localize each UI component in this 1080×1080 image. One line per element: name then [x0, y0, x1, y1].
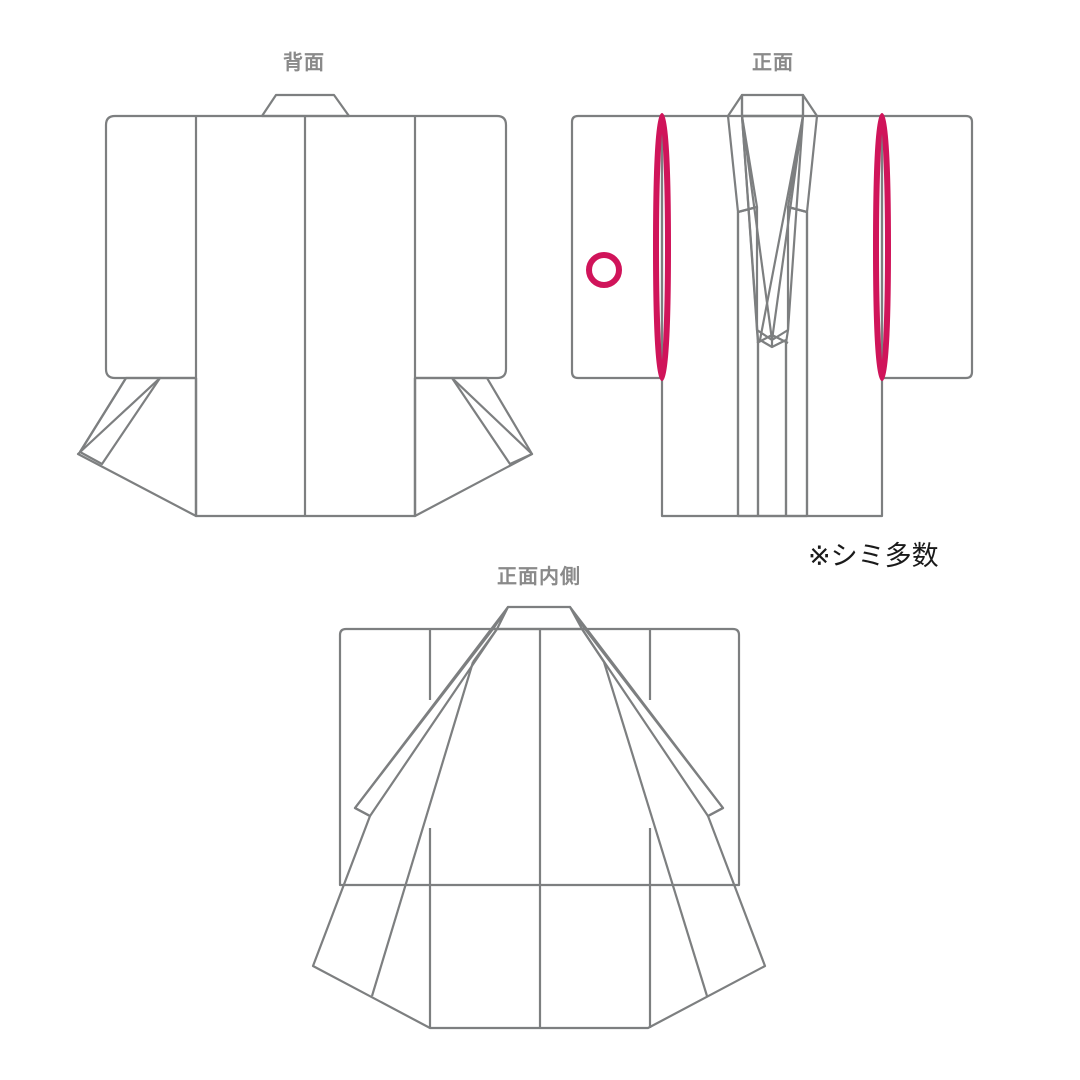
back-view-label: 背面 [283, 50, 325, 74]
stain-marker-left-seam [653, 113, 671, 381]
front-sleeve-left [570, 114, 664, 380]
front-body [660, 114, 884, 518]
back-skirt-left [76, 376, 198, 518]
inside-outer-shell [338, 627, 741, 887]
front-view [570, 93, 974, 518]
stain-marker-right-seam [873, 113, 891, 381]
front-sleeve-right [880, 114, 974, 380]
back-skirt-right [413, 376, 534, 518]
stain-note: ※シミ多数 [808, 541, 939, 572]
back-skirt-left-edge [78, 376, 162, 466]
back-collar [260, 93, 351, 118]
inside-view [311, 605, 767, 1030]
stain-marker-circle [586, 252, 622, 288]
front-view-label: 正面 [752, 50, 794, 74]
inside-view-label: 正面内側 [497, 564, 581, 588]
back-view [76, 93, 534, 518]
